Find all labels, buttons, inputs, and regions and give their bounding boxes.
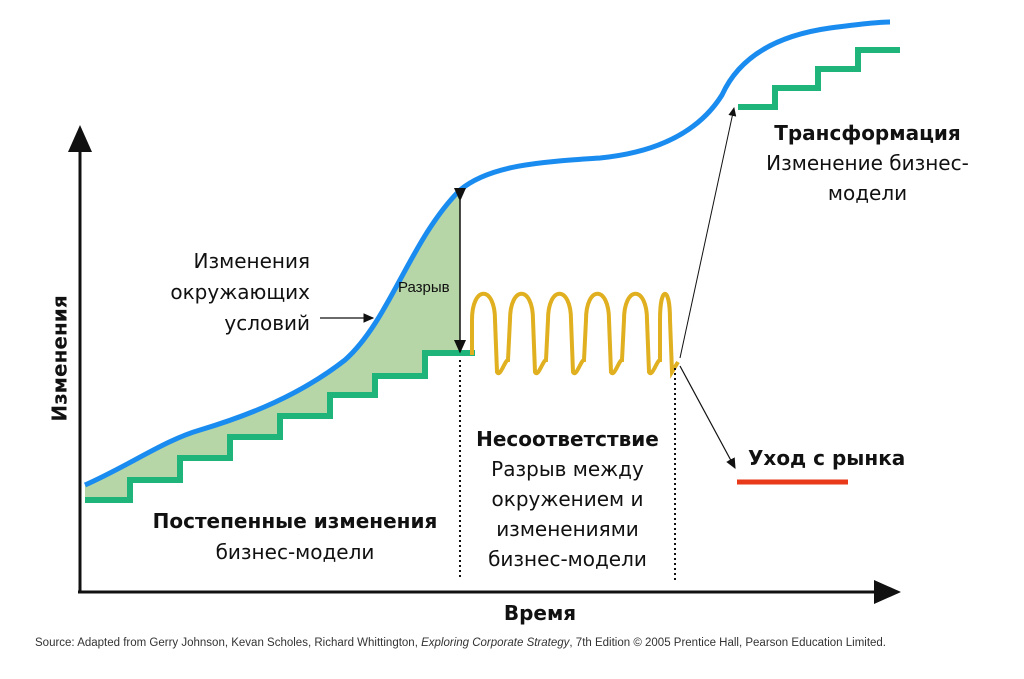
transformation-arrow <box>679 107 737 359</box>
mismatch-title: Несоответствие <box>476 427 659 451</box>
x-axis-label: Время <box>503 601 577 625</box>
gradual-label: Постепенные изменения бизнес-модели <box>140 508 450 566</box>
y-axis-label: Изменения <box>47 295 72 422</box>
mismatch-line: Разрыв между <box>491 457 644 481</box>
environment-line: окружающих <box>170 280 310 304</box>
transformation-label: Трансформация Изменение бизнес- модели <box>750 118 985 208</box>
environment-line: Изменения <box>193 249 310 273</box>
oscillation-curve <box>470 291 680 379</box>
mismatch-line: изменениями <box>496 517 639 541</box>
gap-label: Разрыв <box>398 279 450 296</box>
source-prefix: Source: Adapted from Gerry Johnson, Keva… <box>35 637 422 649</box>
transformation-line: модели <box>827 181 908 205</box>
gap-fill-area <box>85 190 460 500</box>
mismatch-line: бизнес-модели <box>488 547 647 571</box>
environment-line: условий <box>224 311 310 335</box>
exit-label: Уход с рынка <box>748 446 906 470</box>
transformation-steps <box>738 47 900 110</box>
transformation-title: Трансформация <box>774 121 961 145</box>
environment-label: Изменения окружающих условий <box>160 246 310 339</box>
exit-arrow <box>679 365 736 470</box>
source-suffix: , 7th Edition © 2005 Prentice Hall, Pear… <box>569 637 887 649</box>
gradual-title: Постепенные изменения <box>152 509 438 533</box>
source-book: Exploring Corporate Strategy <box>421 637 570 649</box>
business-model-steps <box>85 350 475 503</box>
transformation-line: Изменение бизнес- <box>766 151 969 175</box>
source-note: Source: Adapted from Gerry Johnson, Keva… <box>35 637 886 649</box>
environment-curve <box>83 19 891 488</box>
mismatch-line: окружением и <box>491 487 644 511</box>
gradual-subtitle: бизнес-модели <box>215 540 375 564</box>
mismatch-label: Несоответствие Разрыв между окружением и… <box>465 424 670 574</box>
